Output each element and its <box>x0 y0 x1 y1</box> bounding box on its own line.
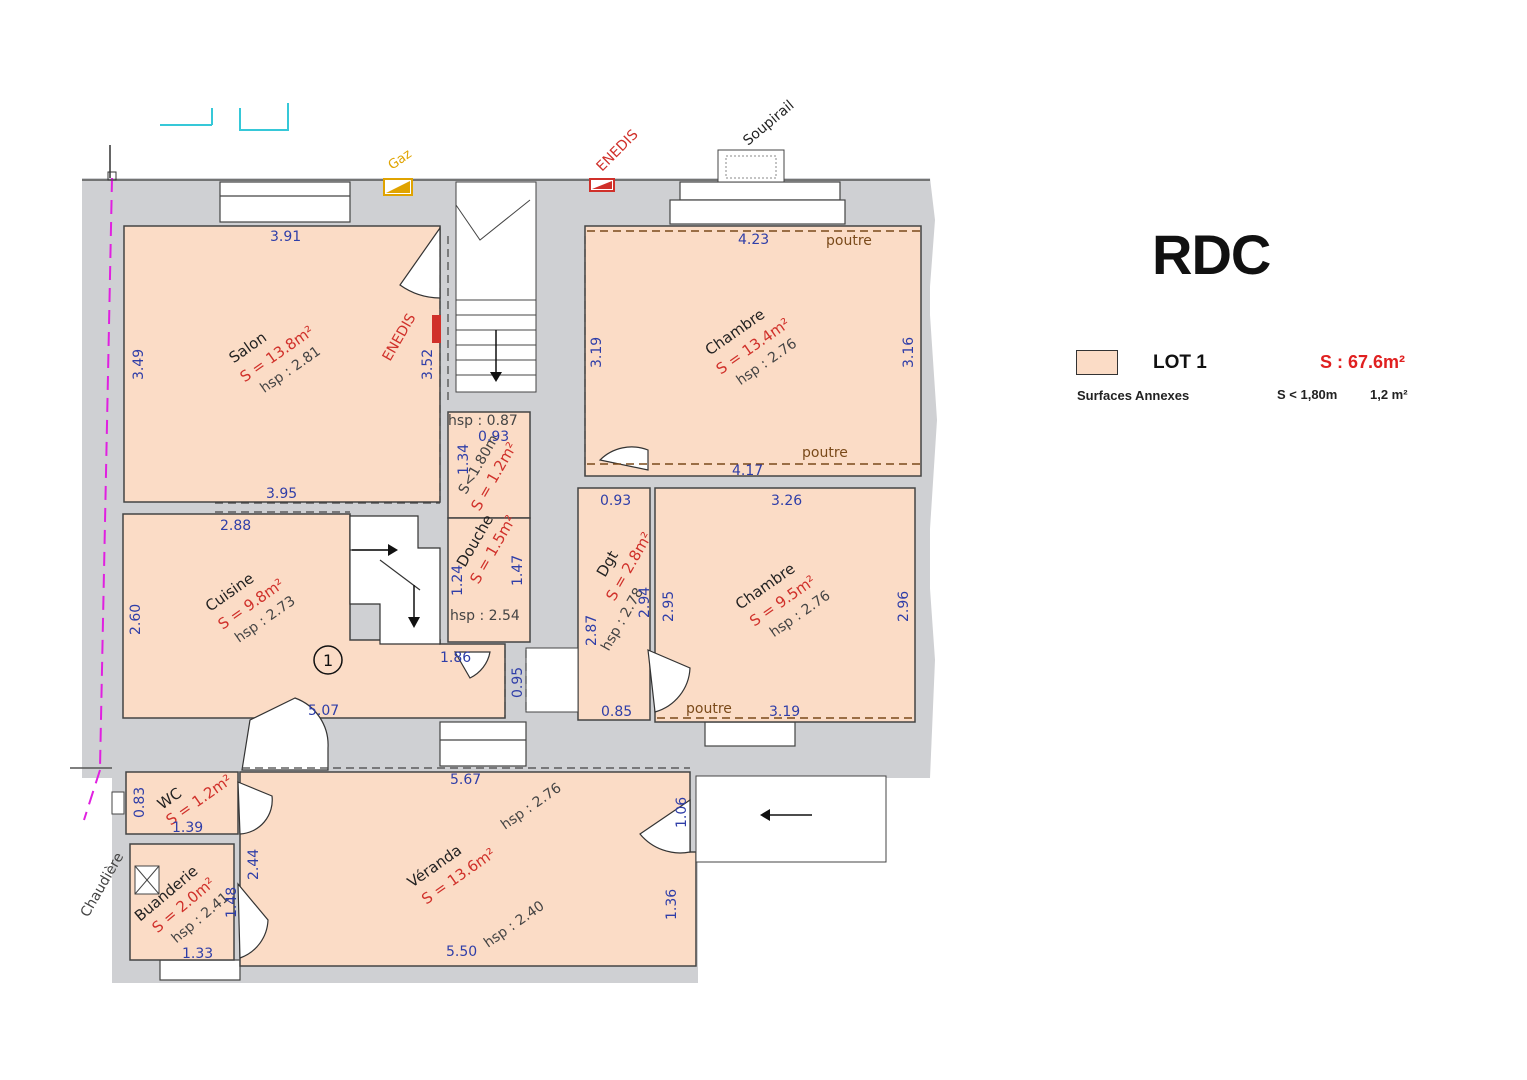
svg-text:3.49: 3.49 <box>131 349 147 380</box>
soupirail-label: Soupirail <box>740 97 797 149</box>
property-boundary <box>83 177 113 821</box>
svg-text:1: 1 <box>323 651 333 670</box>
room-dgt <box>577 487 651 721</box>
room-douche <box>447 517 531 643</box>
svg-text:5.50: 5.50 <box>446 944 477 960</box>
svg-text:2.95: 2.95 <box>661 591 677 622</box>
svg-text:2.44: 2.44 <box>246 849 262 880</box>
svg-text:1.39: 1.39 <box>172 820 203 836</box>
lot-total-area: S : 67.6m² <box>1320 352 1406 372</box>
svg-text:4.23: 4.23 <box>738 232 769 248</box>
room-buanderie <box>129 843 235 961</box>
rooms <box>122 225 922 967</box>
lot-label: LOT 1 <box>1153 352 1207 373</box>
svg-text:3.19: 3.19 <box>589 337 605 368</box>
poutre-label-3: poutre <box>686 701 732 717</box>
dimension-labels: 3.91 3.49 3.52 3.95 4.23 3.19 3.16 4.17 … <box>128 229 917 962</box>
boiler-icon <box>134 865 160 895</box>
meters <box>383 178 615 343</box>
svg-text:3.16: 3.16 <box>901 337 917 368</box>
enedis-label-top: ENEDIS <box>594 127 642 175</box>
cyan-markings <box>160 103 289 131</box>
gaz-label: Gaz <box>386 147 415 174</box>
svg-text:3.26: 3.26 <box>771 493 802 509</box>
svg-text:1.36: 1.36 <box>664 889 680 920</box>
svg-text:2.87: 2.87 <box>584 615 600 646</box>
svg-text:1.47: 1.47 <box>510 555 526 586</box>
entry-marker: 1 <box>313 645 343 675</box>
svg-text:1.24: 1.24 <box>450 565 466 596</box>
svg-text:4.17: 4.17 <box>732 463 763 479</box>
poutre-label-2: poutre <box>802 445 848 461</box>
svg-text:0.83: 0.83 <box>132 787 148 818</box>
level-title: RDC <box>1152 223 1271 286</box>
svg-text:0.95: 0.95 <box>510 667 526 698</box>
svg-text:1.06: 1.06 <box>674 797 690 828</box>
svg-text:0.93: 0.93 <box>478 429 509 445</box>
room-salon <box>123 225 441 503</box>
svg-text:2.96: 2.96 <box>896 591 912 622</box>
svg-text:1.33: 1.33 <box>182 946 213 962</box>
room-annexe <box>447 411 531 519</box>
svg-text:1.48: 1.48 <box>224 887 240 918</box>
room-chambre-2 <box>654 487 916 723</box>
svg-text:2.60: 2.60 <box>128 604 144 635</box>
exterior-step <box>695 775 887 863</box>
annex-value: 1,2 m² <box>1370 387 1408 402</box>
douche-hsp: hsp : 2.54 <box>450 608 520 624</box>
svg-text:3.19: 3.19 <box>769 704 800 720</box>
svg-text:2.88: 2.88 <box>220 518 251 534</box>
soupirail <box>717 149 785 183</box>
svg-text:1.34: 1.34 <box>456 444 472 475</box>
dashed-lines <box>587 230 920 719</box>
svg-text:2.94: 2.94 <box>637 587 653 618</box>
svg-text:3.52: 3.52 <box>420 349 436 380</box>
annexe-hsp: hsp : 0.87 <box>448 413 518 429</box>
poutre-label-1: poutre <box>826 233 872 249</box>
annex-condition: S < 1,80m <box>1277 387 1338 402</box>
kitchen-stair <box>349 515 441 645</box>
svg-text:0.85: 0.85 <box>601 704 632 720</box>
staircase <box>455 181 537 393</box>
wc-vent <box>111 791 125 815</box>
room-wc <box>125 771 239 835</box>
doors <box>237 226 691 959</box>
svg-text:0.93: 0.93 <box>600 493 631 509</box>
svg-text:5.07: 5.07 <box>308 703 339 719</box>
svg-text:5.67: 5.67 <box>450 772 481 788</box>
svg-text:1.86: 1.86 <box>440 650 471 666</box>
room-chambre-1 <box>584 225 922 477</box>
svg-text:3.95: 3.95 <box>266 486 297 502</box>
passage <box>525 647 579 713</box>
annex-label: Surfaces Annexes <box>1077 388 1190 403</box>
lot-color-swatch <box>1076 350 1118 375</box>
svg-text:3.91: 3.91 <box>270 229 301 245</box>
